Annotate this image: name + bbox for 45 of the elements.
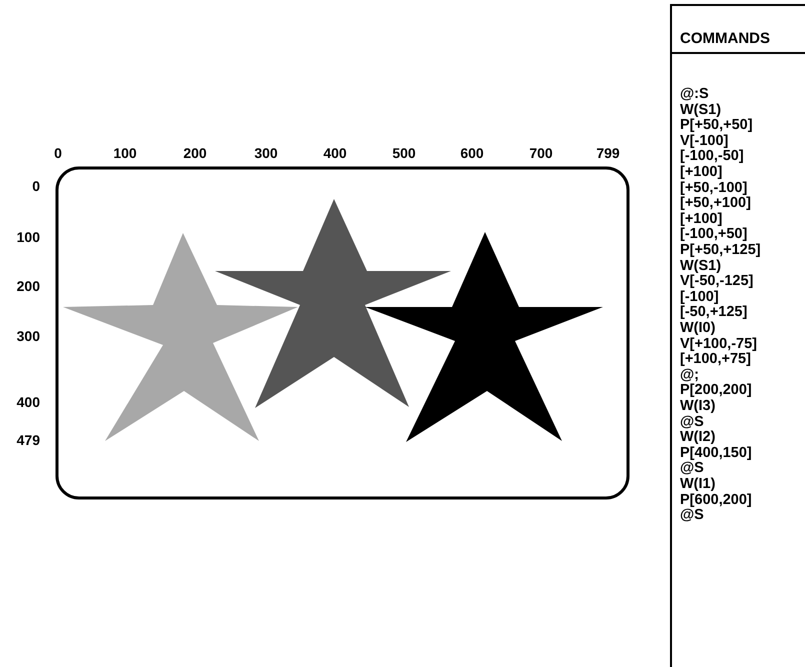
command-line: [-50,+125] <box>680 304 748 320</box>
command-line: [+50,-100] <box>680 180 748 196</box>
axis-tick-label: 300 <box>16 328 40 344</box>
axis-tick-label: 479 <box>16 432 40 448</box>
axis-tick-label: 100 <box>16 229 40 245</box>
command-line: P[+50,+50] <box>680 117 753 134</box>
command-line: W(I2) <box>680 429 716 446</box>
command-line: P[+50,+125] <box>680 242 761 258</box>
axis-tick-label: 0 <box>32 178 40 194</box>
axis-tick-label: 200 <box>183 145 207 161</box>
axis-tick-label: 100 <box>113 145 137 161</box>
command-line: P[200,200] <box>680 382 752 398</box>
command-line: W(S1) <box>680 102 722 118</box>
command-line: [+100] <box>680 210 722 227</box>
command-line: @S <box>680 414 704 430</box>
command-line: @; <box>680 366 699 383</box>
axis-tick-label: 0 <box>54 145 62 161</box>
command-line: W(I1) <box>680 476 716 492</box>
axis-tick-label: 799 <box>596 145 620 161</box>
command-line: @S <box>680 507 704 524</box>
command-line: V[+100,-75] <box>680 336 757 352</box>
command-line: [+50,+100] <box>680 195 751 212</box>
command-line: P[400,150] <box>680 444 752 461</box>
command-line: V[-100] <box>680 132 728 149</box>
command-line: [+100] <box>680 164 722 180</box>
command-line: [-100,-50] <box>680 148 744 164</box>
command-line: @:S <box>680 86 709 102</box>
command-line: @S <box>680 460 704 476</box>
command-line: P[600,200] <box>680 492 752 508</box>
axis-tick-label: 700 <box>529 145 553 161</box>
command-panel <box>670 4 805 667</box>
command-line: W(I3) <box>680 398 716 414</box>
command-line: V[-50,-125] <box>680 273 754 290</box>
axis-tick-label: 300 <box>254 145 278 161</box>
axis-tick-label: 200 <box>16 278 40 294</box>
axis-tick-label: 600 <box>460 145 484 161</box>
command-line: [+100,+75] <box>680 351 751 368</box>
command-line: W(I0) <box>680 320 716 336</box>
axis-tick-label: 400 <box>323 145 347 161</box>
command-line: [-100,+50] <box>680 226 748 242</box>
axis-tick-label: 400 <box>16 394 40 410</box>
command-line: [-100] <box>680 288 719 305</box>
command-line: W(S1) <box>680 258 722 274</box>
axis-tick-label: 500 <box>392 145 416 161</box>
panel-heading: COMMANDS <box>680 30 770 47</box>
